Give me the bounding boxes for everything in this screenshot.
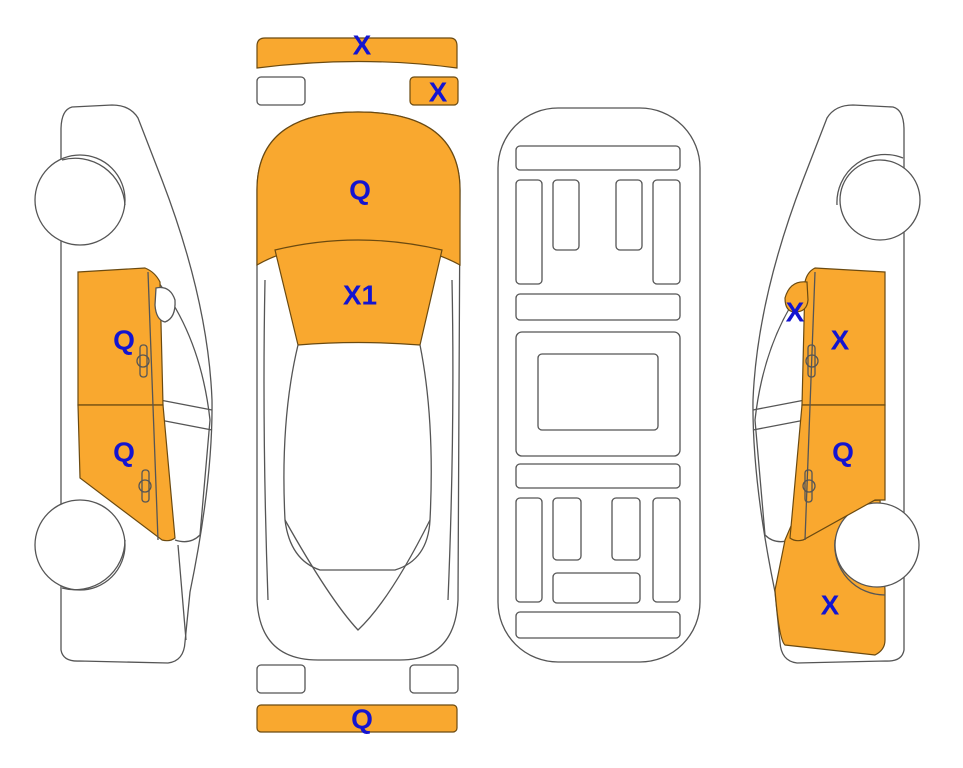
underside-panel (552, 179, 580, 251)
left-rear-wheel[interactable] (34, 499, 126, 591)
front-bumper[interactable] (256, 37, 458, 69)
marker-hood: Q (349, 175, 371, 206)
left-pillar-line (159, 399, 213, 431)
left-rear-door-handle-icon (138, 469, 152, 503)
front-right-light[interactable] (409, 76, 459, 106)
left-mirror[interactable] (154, 286, 176, 323)
cabin-outline (283, 344, 432, 571)
right-front-door-handle-icon (805, 344, 819, 378)
underside-panel (652, 179, 681, 285)
rear-bumper[interactable] (256, 704, 458, 733)
underside-panel (515, 145, 681, 171)
marker-rear-bumper: Q (351, 704, 373, 735)
right-front-wheel[interactable] (839, 159, 921, 241)
marker-front-right-light: X (429, 77, 448, 108)
left-lower-line (177, 544, 187, 641)
marker-left-rear-door: Q (113, 437, 135, 468)
marker-front-bumper: X (353, 30, 372, 61)
right-front-door[interactable] (801, 267, 886, 406)
underside-panel (515, 293, 681, 321)
right-mirror[interactable] (784, 281, 809, 313)
underside-panel (552, 497, 582, 561)
right-rear-door[interactable] (789, 404, 886, 542)
underside-panel (515, 179, 543, 285)
front-left-light[interactable] (256, 76, 306, 106)
underside-panel (615, 179, 643, 251)
left-side-view: Q Q (34, 104, 213, 664)
right-rear-door-handle-icon (802, 469, 816, 503)
underside-panel (515, 497, 543, 603)
windshield[interactable] (274, 239, 443, 346)
underside-panel (652, 497, 681, 603)
marker-left-front-door: Q (113, 325, 135, 356)
left-rear-wheel-arch (61, 539, 126, 591)
left-rear-door[interactable] (77, 404, 176, 542)
top-view: X X Q X1 Q (256, 30, 461, 735)
underside-panel (537, 353, 659, 431)
left-front-wheel-arch (61, 157, 126, 206)
rear-right-light[interactable] (409, 664, 459, 694)
left-door-seam (147, 271, 159, 541)
left-front-wheel[interactable] (34, 154, 126, 246)
left-front-door-handle-icon (136, 344, 150, 378)
rear-left-light[interactable] (256, 664, 306, 694)
marker-windshield: X1 (343, 280, 377, 311)
underside-panel (515, 463, 681, 489)
underside-panel (611, 497, 641, 561)
left-front-door[interactable] (77, 267, 164, 406)
marker-right-rear-door: Q (832, 437, 854, 468)
right-side-view: X X Q X (752, 104, 921, 664)
underside-view (497, 107, 701, 663)
marker-right-front-door: X (831, 325, 850, 356)
marker-right-rear-fender: X (821, 590, 840, 621)
underside-panel (552, 572, 641, 604)
marker-right-mirror: X (786, 297, 805, 328)
underside-panel (515, 611, 681, 639)
